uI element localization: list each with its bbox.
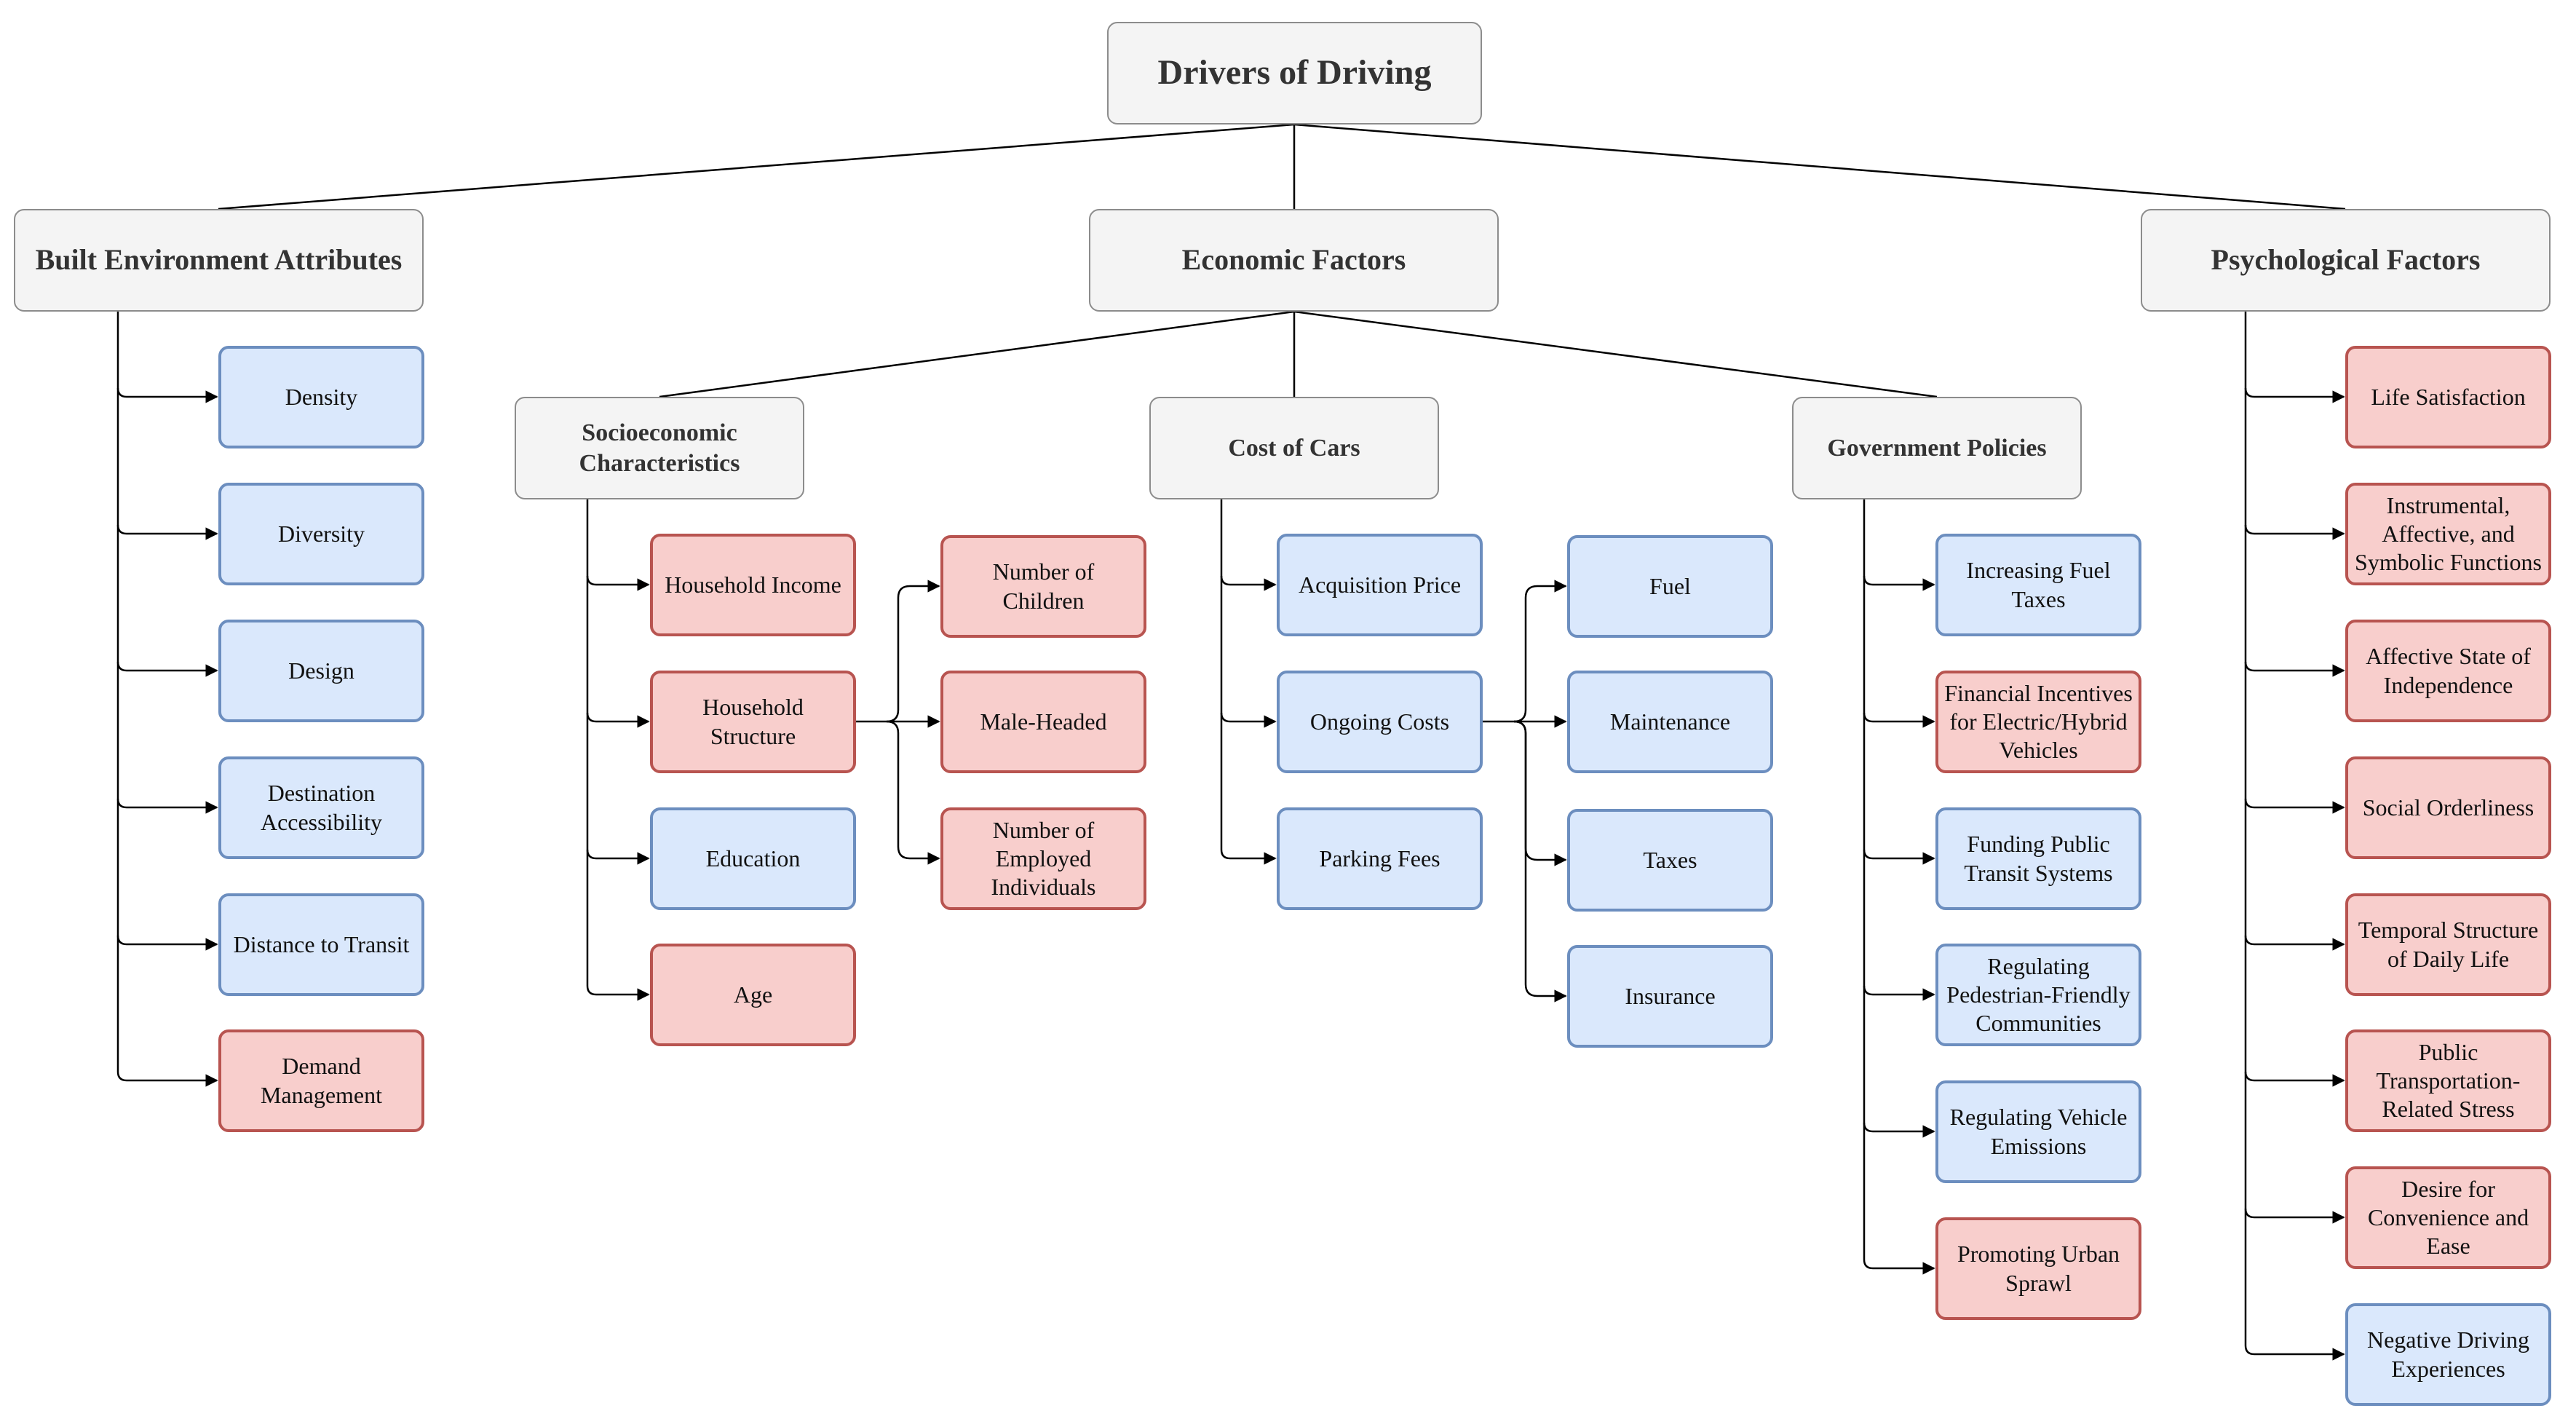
item-affective-state-independence: Affective State of Independence — [2345, 620, 2551, 722]
built-env-arrow-4 — [116, 935, 218, 951]
item-destination-accessibility: Destination Accessibility — [218, 756, 424, 859]
item-taxes: Taxes — [1567, 809, 1773, 912]
item-ongoing-costs: Ongoing Costs — [1277, 671, 1483, 773]
ongoing-costs-arrow-0 — [1513, 580, 1567, 723]
subcategory-socioeconomic: Socioeconomic Characteristics — [515, 397, 804, 499]
category-economic-factors: Economic Factors — [1089, 209, 1499, 312]
item-design: Design — [218, 620, 424, 722]
item-number-of-employed-individuals: Number of Employed Individuals — [940, 807, 1146, 910]
item-male-headed: Male-Headed — [940, 671, 1146, 773]
root-node-drivers-of-driving: Drivers of Driving — [1107, 22, 1482, 124]
item-education: Education — [650, 807, 856, 910]
item-demand-management: Demand Management — [218, 1029, 424, 1132]
item-number-of-children: Number of Children — [940, 535, 1146, 638]
government-arrow-3 — [1863, 985, 1935, 1001]
item-instrumental-affective-symbolic: Instrumental, Affective, and Symbolic Fu… — [2345, 483, 2551, 585]
item-age: Age — [650, 944, 856, 1046]
built-env-arrow-0 — [116, 387, 218, 403]
item-public-transportation-stress: Public Transportation-Related Stress — [2345, 1029, 2551, 1132]
item-diversity: Diversity — [218, 483, 424, 585]
psychological-arrow-6 — [2244, 1208, 2345, 1224]
socioeconomic-arrow-3 — [586, 985, 650, 1001]
household-structure-arrow-2 — [886, 720, 940, 865]
link-economic-socioeconomic — [659, 310, 1295, 398]
government-arrow-5 — [1863, 1259, 1935, 1275]
category-psychological-factors: Psychological Factors — [2141, 209, 2551, 312]
built-env-arrow-2 — [116, 661, 218, 677]
item-regulating-vehicle-emissions: Regulating Vehicle Emissions — [1935, 1080, 2141, 1183]
item-fuel: Fuel — [1567, 535, 1773, 638]
item-maintenance: Maintenance — [1567, 671, 1773, 773]
psychological-arrow-4 — [2244, 935, 2345, 951]
item-acquisition-price: Acquisition Price — [1277, 534, 1483, 636]
item-insurance: Insurance — [1567, 945, 1773, 1048]
government-arrow-2 — [1863, 849, 1935, 865]
item-negative-driving-experiences: Negative Driving Experiences — [2345, 1303, 2551, 1406]
cost-of-cars-arrow-1 — [1220, 712, 1277, 728]
item-household-income: Household Income — [650, 534, 856, 636]
government-arrow-1 — [1863, 712, 1935, 728]
built-env-arrow-3 — [116, 798, 218, 814]
item-increasing-fuel-taxes: Increasing Fuel Taxes — [1935, 534, 2141, 636]
cost-of-cars-arrow-2 — [1220, 849, 1277, 865]
category-built-environment: Built Environment Attributes — [14, 209, 424, 312]
item-life-satisfaction: Life Satisfaction — [2345, 346, 2551, 448]
built-env-arrow-5 — [116, 1071, 218, 1087]
item-density: Density — [218, 346, 424, 448]
psychological-arrow-0 — [2244, 387, 2345, 403]
link-root-built-environment — [218, 123, 1295, 210]
psychological-arrow-3 — [2244, 798, 2345, 814]
item-social-orderliness: Social Orderliness — [2345, 756, 2551, 859]
item-financial-incentives: Financial Incentives for Electric/Hybrid… — [1935, 671, 2141, 773]
psychological-arrow-2 — [2244, 661, 2345, 677]
subcategory-government-policies: Government Policies — [1792, 397, 2082, 499]
item-parking-fees: Parking Fees — [1277, 807, 1483, 910]
socioeconomic-arrow-1 — [586, 712, 650, 728]
item-desire-for-convenience: Desire for Convenience and Ease — [2345, 1166, 2551, 1269]
item-regulating-pedestrian-friendly: Regulating Pedestrian-Friendly Communiti… — [1935, 944, 2141, 1046]
ongoing-costs-arrow-2 — [1513, 720, 1567, 866]
built-env-arrow-1 — [116, 524, 218, 540]
government-arrow-4 — [1863, 1122, 1935, 1138]
socioeconomic-arrow-2 — [586, 849, 650, 865]
ongoing-costs-arrow-3 — [1513, 720, 1567, 1003]
cost-of-cars-arrow-0 — [1220, 575, 1277, 591]
link-economic-government — [1293, 310, 1938, 398]
psychological-arrow-5 — [2244, 1071, 2345, 1087]
household-structure-arrow-0 — [886, 580, 940, 723]
item-household-structure: Household Structure — [650, 671, 856, 773]
psychological-arrow-7 — [2244, 1345, 2345, 1361]
item-distance-to-transit: Distance to Transit — [218, 893, 424, 996]
psychological-arrow-1 — [2244, 524, 2345, 540]
socioeconomic-arrow-0 — [586, 575, 650, 591]
item-funding-public-transit: Funding Public Transit Systems — [1935, 807, 2141, 910]
government-arrow-0 — [1863, 575, 1935, 591]
link-root-psychological — [1293, 123, 2346, 210]
item-promoting-urban-sprawl: Promoting Urban Sprawl — [1935, 1217, 2141, 1320]
subcategory-cost-of-cars: Cost of Cars — [1149, 397, 1439, 499]
item-temporal-structure: Temporal Structure of Daily Life — [2345, 893, 2551, 996]
